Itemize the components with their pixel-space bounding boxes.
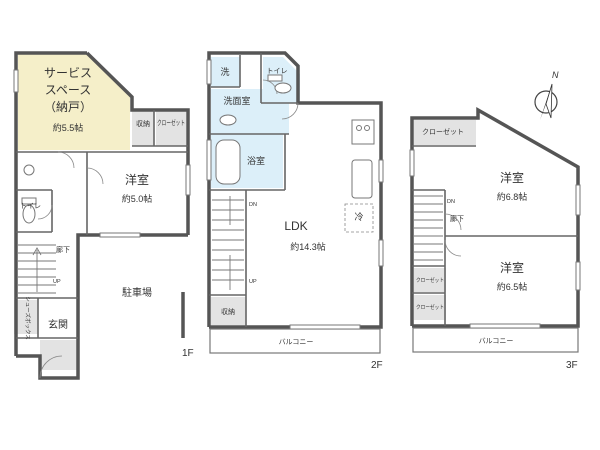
stove-icon [351,119,375,145]
stairs-2f [212,196,244,290]
western-room-1f-area: 約5.0帖 [122,193,153,204]
service-space-label-3: （納戸） [44,100,92,114]
floor-3f: クローゼット 洋室 約6.8帖 DN 廊下 洋室 約6.5帖 クローゼット クロ… [409,106,581,371]
door-swing-3f-a [444,213,462,231]
fridge-label: 冷 [354,211,363,222]
bathtub-icon [215,139,241,185]
window-2f-e1 [378,159,384,183]
wall-1f-south [76,233,188,338]
floor-1f: サービス スペース （納戸） 約5.5帖 収納 クローゼット 洋室 約5.0帖 … [13,51,194,380]
wall-2f-outer [207,51,383,329]
floor-1f-label: 1F [182,348,194,359]
stairs-down-2f-label: DN [249,202,257,208]
door-swing-room [86,167,104,185]
storage-1f-area [132,110,154,146]
toilet-bowl-2f-icon [274,82,292,94]
door-swing-service [57,151,75,169]
window-3f-e2 [575,261,581,291]
ldk-label: LDK [284,219,307,233]
storage-1f-label: 収納 [136,119,150,128]
storage-2f-area [211,297,246,325]
shoe-box-area [14,300,38,334]
washbasin-2f-icon [219,114,237,126]
window-3f-w1 [409,149,415,177]
window-3f-e1 [575,184,581,216]
door-swing-washroom [281,102,299,120]
window-1f-w1 [13,69,19,93]
laundry-area [211,57,240,87]
washroom-label: 洗面室 [223,95,250,106]
door-swing-toilet [37,204,53,220]
service-space-label-2: スペース [45,83,92,97]
laundry-label: 洗 [220,66,229,77]
toilet-tank-icon [21,197,37,205]
storage-2f-label: 収納 [221,307,235,316]
western-room-3f-a-area: 約6.8帖 [497,191,528,202]
toilet-tank-2f-icon [267,74,283,82]
western-room-3f-a-label: 洋室 [500,170,524,185]
north-label: N [552,70,559,80]
closet-1f-area [156,110,186,146]
toilet-1f-label: トイレ [20,203,41,210]
closet-1f-label: クローゼット [157,118,185,127]
shoe-box-label: シューズボックス [24,296,32,340]
window-2f-e2 [378,239,384,267]
burner-icon [364,125,370,131]
closet-3f-top-label: クローゼット [422,127,464,136]
floor-2f: 洗 トイレ 洗面室 浴室 LDK 約14.3帖 冷 DN UP 収納 バルコニー… [206,51,384,371]
window-1f-s1 [99,232,141,238]
stairs-3f [414,195,443,261]
parking-label: 駐車場 [122,286,152,299]
window-1f-e1 [185,164,191,196]
stairs-up-1f-label: UP [53,279,61,285]
toilet-bowl-icon [22,204,36,224]
closet-3f-a-label: クローゼット [416,276,444,284]
window-3f-s1 [469,323,541,329]
door-swing-toilet-2f [262,79,278,95]
stairs-1f [18,244,56,294]
western-room-1f-label: 洋室 [125,172,149,187]
closet-3f-a-area [414,268,446,292]
door-swing-3f-b [444,239,462,257]
door-swing-entrance [39,355,63,379]
western-room-3f-b-area: 約6.5帖 [497,281,528,292]
closet-3f-b-area [414,295,446,320]
balcony-2f-label: バルコニー [279,338,314,346]
storage-1f-text: 収納 [136,119,150,128]
window-2f-w1 [206,59,212,85]
wall-1f-west [14,51,87,356]
stairs-down-3f-label: DN [447,199,455,205]
wall-3f-outer [410,106,580,328]
stairs-up-2f-label: UP [249,279,257,285]
window-2f-w2 [206,139,212,181]
floor-3f-label: 3F [566,360,578,371]
washbasin-icon [23,164,35,176]
entrance-label: 玄関 [48,318,68,331]
floor-2f-label: 2F [371,360,383,371]
bathroom-label: 浴室 [247,155,265,166]
service-space-label-1: サービス [44,66,92,80]
balcony-3f-label: バルコニー [479,337,514,345]
window-2f-s1 [289,324,361,330]
washroom-area [211,89,289,134]
service-space-area [18,53,130,150]
balcony-2f [209,328,381,354]
service-space-area: 約5.5帖 [53,122,84,133]
hallway-3f-label: 廊下 [450,214,464,223]
burner-icon [356,125,362,131]
western-room-3f-b-label: 洋室 [500,260,524,275]
north-arrow-icon: N [534,70,559,120]
entrance-area [40,340,78,370]
ldk-area: 約14.3帖 [290,241,326,252]
toilet-2f-label: トイレ [267,68,288,75]
sink-icon [351,159,373,199]
closet-3f-top-area [414,120,476,145]
closet-3f-b-label: クローゼット [416,303,444,311]
hallway-1f-label: 廊下 [56,245,70,254]
fridge-space [344,203,374,233]
